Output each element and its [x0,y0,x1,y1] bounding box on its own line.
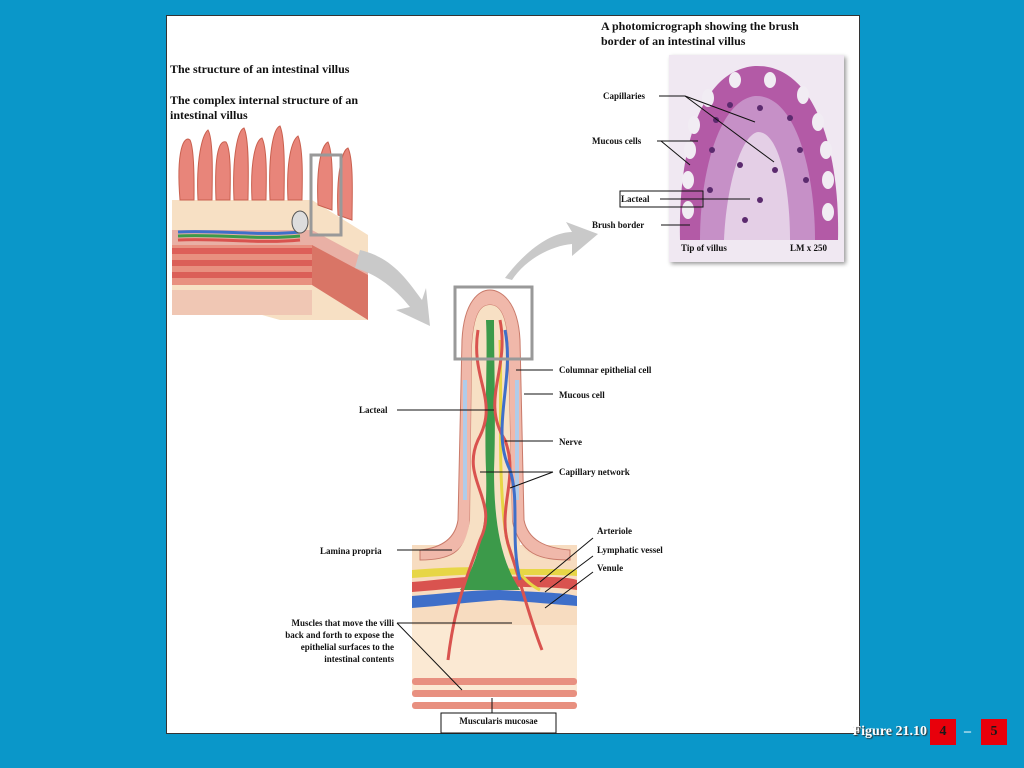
label-mucous-cells: Mucous cells [592,136,642,146]
complex-structure-title: The complex internal structure of an int… [170,93,359,122]
label-lamina-propria: Lamina propria [320,546,382,556]
villus-structure-title: The structure of an intestinal villus [170,62,350,76]
villus-leaders [396,369,594,734]
label-mucous-cell: Mucous cell [559,390,605,400]
label-arteriole: Arteriole [597,526,632,536]
label-columnar-epithelial-cell: Columnar epithelial cell [559,365,652,375]
micrograph-leaders [619,95,775,226]
label-micro-lacteal: Lacteal [621,194,650,204]
label-capillaries: Capillaries [603,91,645,101]
label-lymphatic-vessel: Lymphatic vessel [597,545,663,555]
label-muscles: Muscles that move the villi back and for… [285,618,394,664]
arrow-to-villus [355,250,430,326]
label-brush-border: Brush border [592,220,645,230]
arrow-to-micrograph [505,222,598,280]
tissue-block-illustration [172,125,368,320]
label-nerve: Nerve [559,437,582,447]
label-venule: Venule [597,563,624,573]
page-end-badge[interactable]: 5 [981,719,1007,745]
label-muscularis-mucosae: Muscularis mucosae [459,716,538,726]
photomicrograph-title: A photomicrograph showing the brush bord… [601,19,799,48]
label-capillary-network: Capillary network [559,467,630,477]
page-separator: – [964,724,971,739]
page-start-badge[interactable]: 4 [930,719,956,745]
label-tip-of-villus: Tip of villus [681,243,727,253]
label-lacteal: Lacteal [359,405,388,415]
micrograph-drawing [679,65,839,240]
figure-number: Figure 21.10 [852,724,927,739]
label-magnification: LM x 250 [790,243,827,253]
villus-illustration [412,285,577,709]
